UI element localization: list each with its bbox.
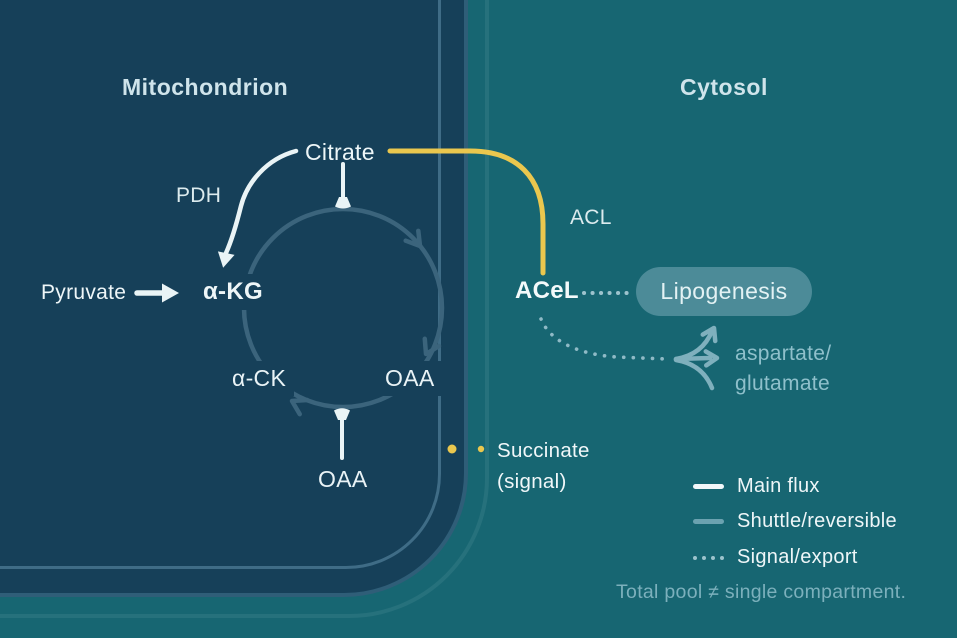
oaa-cycle-label: OAA (377, 361, 443, 396)
succinate-label: Succinate (signal) (497, 435, 590, 497)
branch-arrowhead-up (700, 325, 718, 344)
legend-swatch-main-flux (693, 484, 724, 489)
pdh-label: PDH (176, 184, 222, 207)
citrate-label: Citrate (305, 139, 375, 165)
aspartate-line1: aspartate/ (735, 342, 832, 365)
outer-membrane-ghost-line (0, 0, 489, 618)
legend-swatch-signal (693, 555, 724, 560)
branch-arrow-up (673, 328, 715, 362)
branch-tail-down (673, 357, 715, 391)
legend-item-shuttle: Shuttle/reversible (693, 510, 897, 533)
legend-label-main-flux: Main flux (737, 475, 820, 497)
legend-label-signal: Signal/export (737, 546, 858, 568)
legend-label-shuttle: Shuttle/reversible (737, 510, 897, 532)
footnote: Total pool ≠ single compartment. (616, 581, 907, 603)
mitochondrion-title: Mitochondrion (122, 74, 289, 100)
succinate-line1: Succinate (497, 439, 590, 462)
acel-aspartate-dotted-curve (539, 317, 670, 361)
acel-label: ACeL (515, 277, 579, 304)
aspartate-line2: glutamate (735, 372, 830, 395)
alpha-ck-label: α-CK (224, 361, 295, 396)
aspartate-glutamate-label: aspartate/ glutamate (735, 339, 831, 399)
acl-label: ACL (570, 206, 612, 229)
succinate-line2: (signal) (497, 470, 567, 493)
cytosol-title: Cytosol (680, 74, 768, 100)
oaa-import-label: OAA (318, 466, 368, 492)
alpha-kg-label: α-KG (197, 274, 269, 310)
legend-swatch-shuttle (693, 519, 724, 524)
pyruvate-label: Pyruvate (41, 281, 127, 304)
branch-arrowhead-right (703, 349, 720, 368)
lipogenesis-node: Lipogenesis (636, 267, 812, 316)
legend-item-signal: Signal/export (693, 546, 858, 569)
branch-arrow-right (673, 355, 713, 362)
legend-item-main-flux: Main flux (693, 475, 820, 498)
lipogenesis-label: Lipogenesis (660, 278, 788, 304)
